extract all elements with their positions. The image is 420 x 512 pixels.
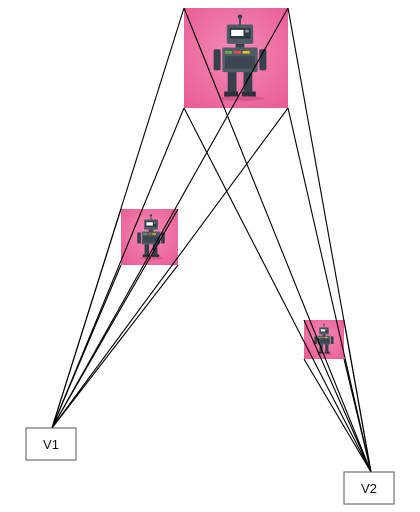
ray-v2-large-tl: [183, 7, 372, 473]
frame-medium: [121, 209, 178, 265]
ray-v2-small-br: [343, 358, 372, 473]
ray-v2-large-bl: [183, 107, 372, 473]
viewpoint-v2: V2: [343, 471, 395, 505]
ray-v2-small-bl: [303, 358, 372, 473]
viewpoint-v1: V1: [25, 427, 77, 461]
ray-v1-medium-tr: [51, 208, 179, 429]
ray-v2-large-br: [287, 107, 372, 473]
projection-lines-v2: [183, 7, 372, 473]
ray-v1-medium-br: [51, 264, 179, 429]
ray-v1-medium-bl: [51, 264, 122, 429]
ray-v1-large-br: [51, 107, 289, 429]
ray-v2-small-tr: [343, 319, 372, 473]
frame-large: [184, 8, 288, 108]
ray-v1-large-tr: [51, 7, 289, 429]
ray-v1-medium-tl: [51, 208, 122, 429]
viewpoint-label: V1: [43, 437, 59, 452]
ray-v2-small-tl: [303, 319, 372, 473]
projection-lines-v1: [51, 7, 289, 429]
viewpoint-label: V2: [361, 481, 377, 496]
